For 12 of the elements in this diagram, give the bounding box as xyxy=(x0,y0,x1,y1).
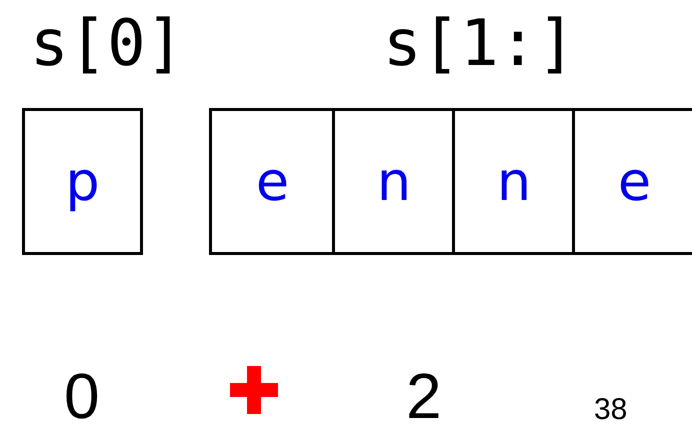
character: n xyxy=(496,150,532,213)
slice-label: s[0] xyxy=(30,12,184,76)
page-number: 38 xyxy=(594,395,628,425)
character: e xyxy=(618,150,652,213)
index-number: 2 xyxy=(406,364,442,427)
character: n xyxy=(376,150,412,213)
character: e xyxy=(256,150,290,213)
substring-frame xyxy=(209,108,692,255)
letter-box xyxy=(22,108,143,255)
character: p xyxy=(65,150,100,213)
index-number: 0 xyxy=(64,364,100,427)
slice-label: s[1:] xyxy=(383,12,576,76)
